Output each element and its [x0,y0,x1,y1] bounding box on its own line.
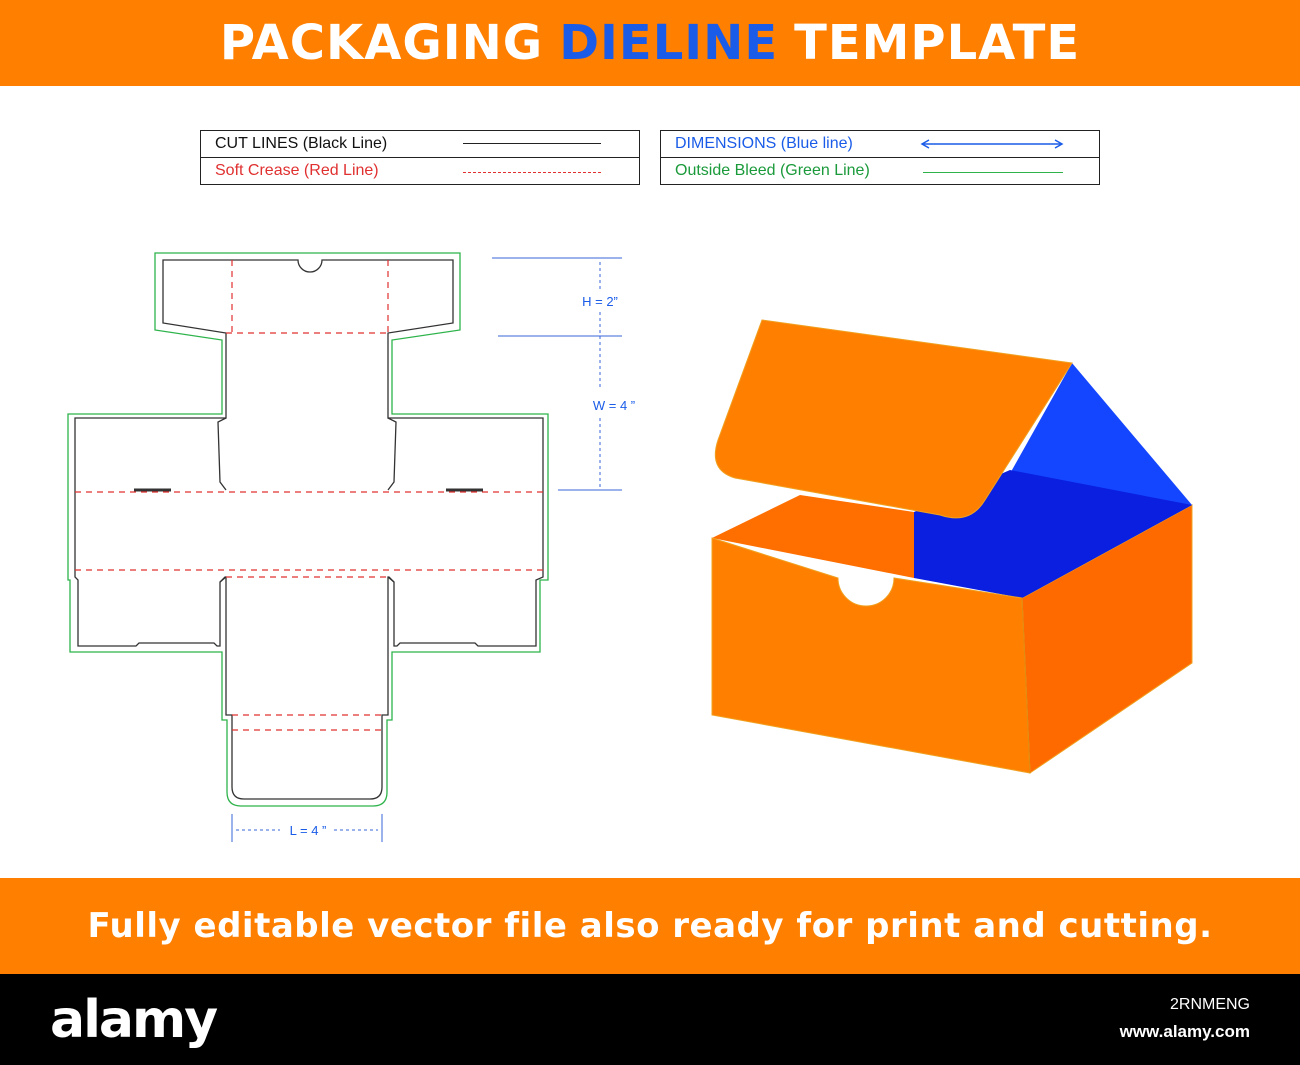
site-url: www.alamy.com [1119,1022,1250,1041]
crease-lines [75,260,543,731]
footer-bar: alamy 2RNMENG www.alamy.com [0,974,1300,1065]
height-label: H = 2” [582,294,618,309]
legend-row-cut: CUT LINES (Black Line) [201,131,639,157]
bleed-outline [67,252,549,807]
length-label: L = 4 ” [290,823,327,838]
cut-line-sample [463,143,601,144]
image-code: 2RNMENG [1169,996,1250,1013]
title-part-packaging: PACKAGING [219,15,544,71]
title-banner: PACKAGING DIELINE TEMPLATE [0,0,1300,86]
legend-cut-label: CUT LINES (Black Line) [215,135,388,152]
legend-row-crease: Soft Crease (Red Line) [201,157,639,184]
dimension-lines [231,257,622,842]
legend-row-bleed: Outside Bleed (Green Line) [661,157,1099,184]
legend-right: DIMENSIONS (Blue line) Outside Bleed (Gr… [660,130,1100,185]
legend-row-dimensions: DIMENSIONS (Blue line) [661,131,1099,157]
box-inner-back [712,495,914,578]
legend-dimensions-label: DIMENSIONS (Blue line) [675,135,853,152]
title-part-dieline: DIELINE [559,15,779,71]
caption-text: Fully editable vector file also ready fo… [87,906,1213,946]
title-part-template: TEMPLATE [794,15,1081,71]
legend-bleed-label: Outside Bleed (Green Line) [675,162,870,179]
dimension-arrow-sample [920,139,1064,149]
box-lid [714,319,1073,519]
box-3d-illustration [711,319,1193,774]
crease-line-sample [463,172,601,173]
width-label: W = 4 ” [593,398,635,413]
cut-lines [74,259,544,800]
bleed-line-sample [923,172,1063,173]
caption-banner: Fully editable vector file also ready fo… [0,878,1300,974]
box-front [711,537,1031,774]
legend-crease-label: Soft Crease (Red Line) [215,162,379,179]
legend-left: CUT LINES (Black Line) Soft Crease (Red … [200,130,640,185]
alamy-logo: alamy [50,990,218,1050]
